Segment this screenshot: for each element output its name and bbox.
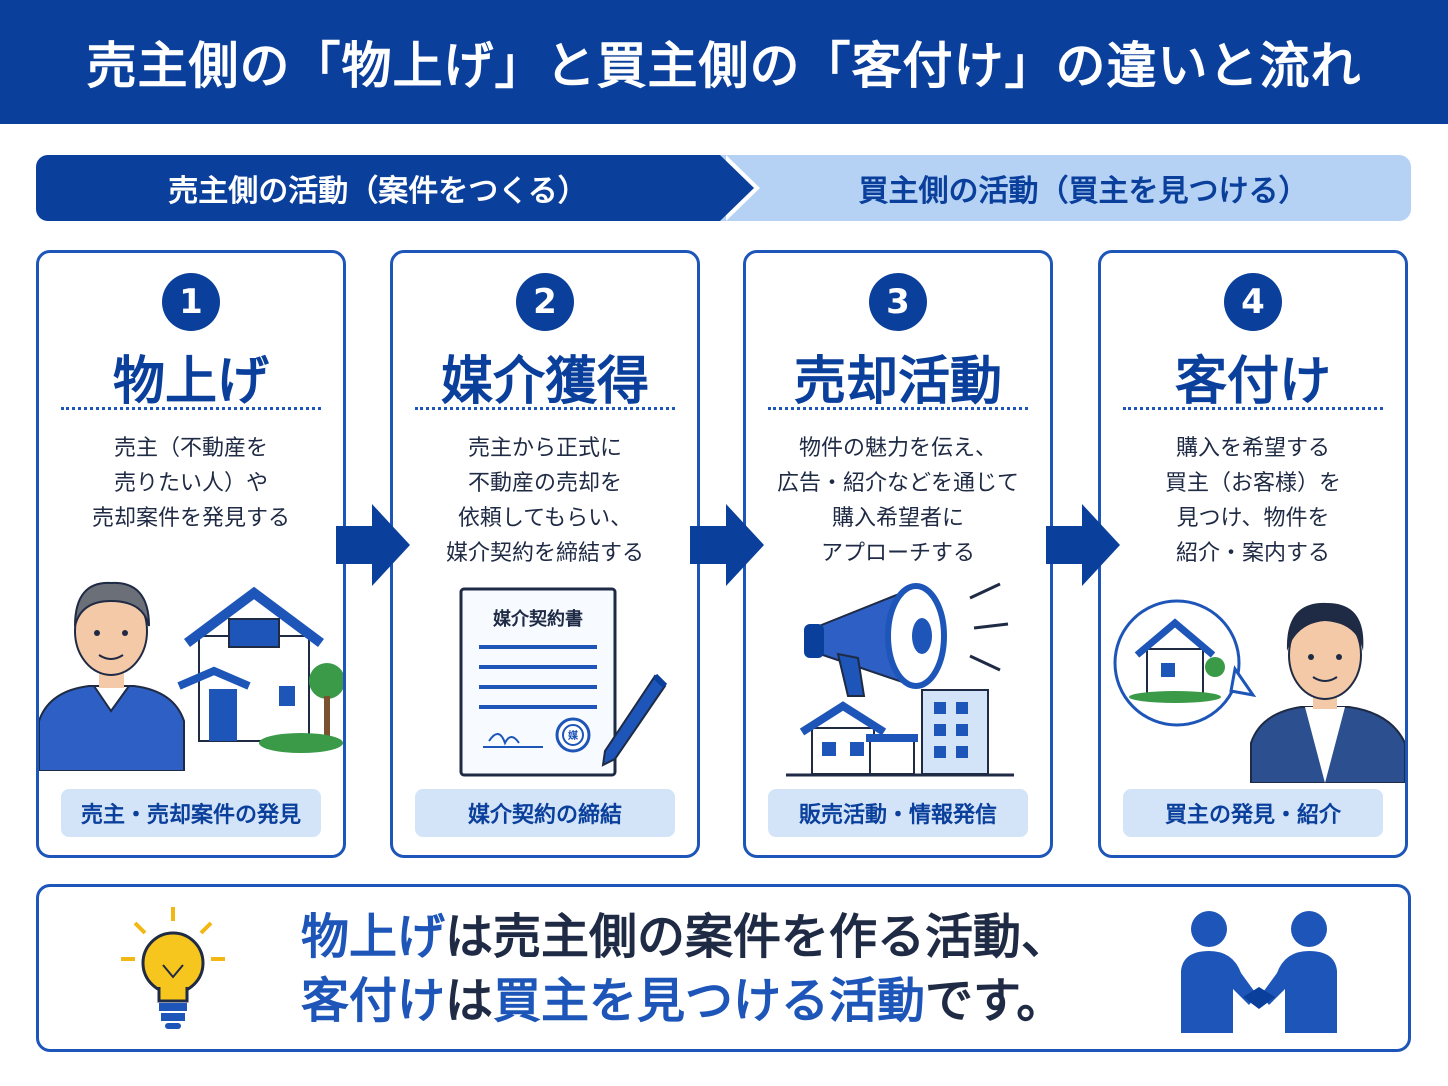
step-number-3: 3 [869,273,927,331]
divider [415,407,675,410]
marketing-illustration [786,582,1014,777]
summary-line-1: 物上げは売主側の案件を作る活動、 [301,905,1069,969]
buyer-person-icon [1250,602,1405,783]
desc-line: 広告・紹介などを通じて [776,471,1019,496]
summary-text-part: です。 [925,973,1065,1029]
phase-seller-arrow [720,155,754,221]
page-title: 売主側の「物上げ」と買主側の「客付け」の違いと流れ [86,37,1362,95]
desc-line: 売主（不動産を [113,436,268,461]
speech-bubble-house-icon [1113,599,1257,727]
phase-bar: 売主側の活動（案件をつくる） 買主側の活動（買主を見つける） [36,155,1411,221]
seller-house-illustration [39,581,343,771]
desc-line: 依頼してもらい、 [457,506,633,531]
desc-line: 購入希望者に [831,506,964,531]
contract-title: 媒介契約書 [493,608,583,630]
step-badge-2: 媒介契約の締結 [415,789,675,837]
seal-mark: 媒 [567,729,579,742]
summary-highlight: 買主を見つける活動 [493,973,926,1029]
divider [768,407,1028,410]
divider [1123,407,1383,410]
desc-line: 売主から正式に [467,436,622,461]
phase-seller-label: 売主側の活動（案件をつくる） [168,174,588,209]
buyer-illustration [1113,599,1405,783]
contract-illustration: 媒介契約書 媒 [459,587,668,777]
arrow-right-icon [1046,504,1120,586]
step-number-4: 4 [1224,273,1282,331]
desc-line: 物件の魅力を伝え、 [798,436,997,461]
desc-line: 売りたい人）や [113,471,268,496]
step-card-1: 1 物上げ 売主（不動産を 売りたい人）や 売却案件を発見する [36,250,346,858]
step-desc-2: 売主から正式に 不動産の売却を 依頼してもらい、 媒介契約を締結する [403,431,687,571]
desc-line: 紹介・案内する [1175,541,1330,566]
lightbulb-icon [121,907,225,1029]
step-badge-1: 売主・売却案件の発見 [61,789,321,837]
step-title-3: 売却活動 [793,352,1002,412]
arrow-right-icon [336,504,410,586]
title-bar: 売主側の「物上げ」と買主側の「客付け」の違いと流れ [0,0,1448,124]
arrow-right-icon [690,504,764,586]
summary-text-part: は売主側の案件を作る活動、 [445,909,1070,965]
summary-line-2: 客付けは買主を見つける活動です。 [301,969,1069,1033]
step-title-4: 客付け [1174,352,1331,412]
phase-seller-bg [36,155,720,221]
step-title-2: 媒介獲得 [440,352,649,412]
contract-icon: 媒介契約書 媒 [459,587,617,777]
step-desc-1: 売主（不動産を 売りたい人）や 売却案件を発見する [49,431,333,536]
handshake-icon [1181,911,1337,1033]
step-title-1: 物上げ [112,352,269,412]
summary-highlight: 客付け [301,973,446,1029]
house-icon [177,586,343,753]
summary-highlight: 物上げ [301,909,446,965]
phase-buyer-label: 買主側の活動（買主を見つける） [858,174,1309,209]
step-badge-3: 販売活動・情報発信 [768,789,1028,837]
desc-line: 購入を希望する [1175,436,1330,461]
megaphone-icon [804,582,1009,697]
step-desc-3: 物件の魅力を伝え、 広告・紹介などを通じて 購入希望者に アプローチする [756,431,1040,571]
summary-text: 物上げは売主側の案件を作る活動、 客付けは買主を見つける活動です。 [301,905,1069,1033]
summary-text-part: は [445,973,494,1029]
step-number-2: 2 [516,273,574,331]
desc-line: 見つけ、物件を [1176,506,1330,531]
step-number-1: 1 [162,273,220,331]
buildings-icon [786,689,1014,777]
desc-line: アプローチする [820,541,975,566]
step-card-4: 4 客付け 購入を希望する 買主（お客様）を 見つけ、物件を 紹介・案内する 買… [1098,250,1408,858]
step-card-2: 2 媒介獲得 売主から正式に 不動産の売却を 依頼してもらい、 媒介契約を締結す… [390,250,700,858]
pen-icon [601,673,668,767]
desc-line: 売却案件を発見する [91,506,290,531]
desc-line: 媒介契約を締結する [445,541,644,566]
step-desc-4: 購入を希望する 買主（お客様）を 見つけ、物件を 紹介・案内する [1111,431,1395,571]
desc-line: 買主（お客様）を [1164,471,1341,496]
divider [61,407,321,410]
summary-box: 物上げは売主側の案件を作る活動、 客付けは買主を見つける活動です。 [36,884,1411,1052]
step-badge-4: 買主の発見・紹介 [1123,789,1383,837]
step-card-3: 3 売却活動 物件の魅力を伝え、 広告・紹介などを通じて 購入希望者に アプロー… [743,250,1053,858]
seller-person-icon [39,581,185,771]
desc-line: 不動産の売却を [467,471,622,496]
